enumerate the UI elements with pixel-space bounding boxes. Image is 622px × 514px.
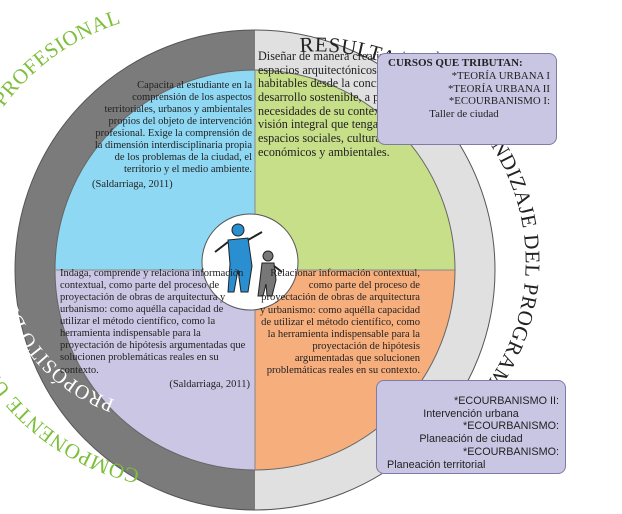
citation: (Saldarriaga, 2011)	[92, 178, 173, 190]
quadrant-top-left-text: Capacita al estudiante en la comprensión…	[92, 80, 252, 191]
quadrant-bottom-left-text: Indaga, comprende y relaciona informació…	[60, 268, 250, 391]
course-item: Taller de ciudad	[429, 108, 499, 121]
course-item: *ECOURBANISMO II:	[454, 395, 559, 407]
courses-title: CURSOS QUE TRIBUTAN:	[388, 57, 523, 69]
citation-2: (Saldarriaga, 2011)	[169, 378, 250, 390]
course-item: *ECOURBANISMO:	[463, 445, 559, 458]
course-item: *ECOURBANISMO I:	[448, 95, 550, 108]
course-item: *TEORÍA URBANA I	[451, 69, 550, 82]
formation-purpose-text: Capacita al estudiante en la comprensión…	[94, 80, 252, 176]
course-item: Planeación territorial	[387, 458, 486, 471]
quadrant-top-right	[255, 70, 455, 270]
course-item: Intervención urbana	[423, 407, 519, 420]
course-item: *TEORÍA URBANA II	[448, 82, 550, 95]
course-item: Planeación de ciudad	[419, 433, 523, 446]
course-item: *ECOURBANISMO:	[463, 420, 559, 433]
quadrant-bottom-left	[55, 270, 255, 470]
formation-purpose-text-2: Indaga, comprende y relaciona informació…	[60, 268, 246, 376]
quadrant-bottom-right-text: Relacionar información contextual, como …	[255, 268, 420, 378]
quadrant-bottom-right	[255, 270, 455, 470]
quadrant-top-left	[55, 70, 255, 270]
courses-bottom-box: *ECOURBANISMO II: Intervención urbana *E…	[376, 380, 566, 474]
people-figures-icon	[214, 223, 283, 297]
courses-top-box: CURSOS QUE TRIBUTAN: *TEORÍA URBANA I *T…	[377, 53, 557, 145]
learning-result-text-2: Relacionar información contextual, como …	[259, 268, 420, 377]
